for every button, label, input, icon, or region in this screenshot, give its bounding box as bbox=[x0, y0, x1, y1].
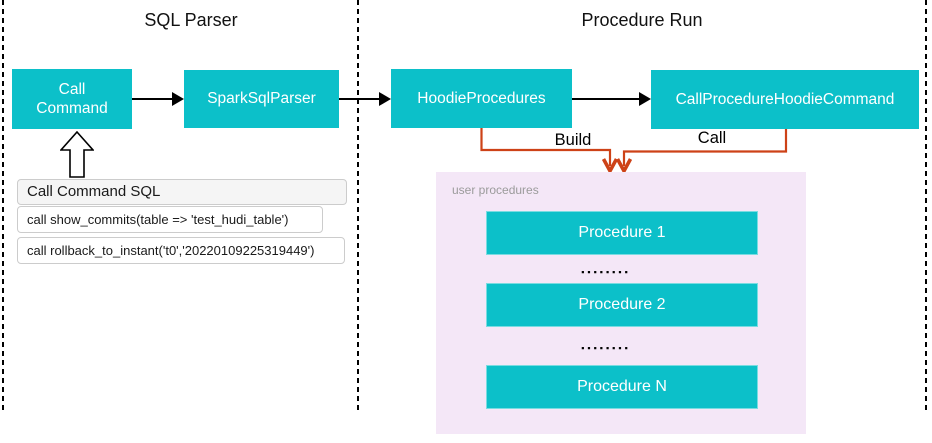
procedure-1-node: Procedure 1 bbox=[486, 211, 758, 255]
user-procedures-label: user procedures bbox=[452, 183, 539, 197]
call-command-line1: Call bbox=[58, 80, 86, 98]
sql-card-title: Call Command SQL bbox=[17, 179, 347, 205]
arrow-shaft bbox=[572, 98, 641, 100]
arrow-procedures-to-command bbox=[572, 92, 651, 106]
sql-statement-show-commits: call show_commits(table => 'test_hudi_ta… bbox=[17, 206, 323, 233]
call-label: Call bbox=[697, 129, 727, 147]
ellipsis-dots-1: ▪▪▪▪▪▪▪▪ bbox=[581, 267, 631, 277]
section-divider bbox=[357, 0, 359, 411]
arrow-callcommand-to-parser bbox=[132, 92, 184, 106]
procedure-n-node: Procedure N bbox=[486, 365, 758, 409]
sql-statement-rollback: call rollback_to_instant('t0','202201092… bbox=[17, 237, 345, 264]
build-label: Build bbox=[554, 131, 592, 149]
sql-parser-title: SQL Parser bbox=[144, 10, 238, 30]
hollow-up-arrow bbox=[60, 131, 94, 178]
hoodie-procedures-node: HoodieProcedures bbox=[391, 69, 572, 128]
build-arrowhead bbox=[601, 158, 619, 175]
procedure-run-title: Procedure Run bbox=[581, 10, 703, 30]
procedure-2-node: Procedure 2 bbox=[486, 283, 758, 327]
arrow-head bbox=[639, 92, 651, 106]
right-dashed-border bbox=[925, 0, 927, 411]
arrow-shaft bbox=[339, 98, 381, 100]
spark-sql-parser-node: SparkSqlParser bbox=[184, 70, 339, 128]
left-dashed-border bbox=[2, 0, 4, 411]
call-command-line2: Command bbox=[36, 100, 108, 117]
call-procedure-hoodie-command-node: CallProcedureHoodieCommand bbox=[651, 70, 919, 129]
arrow-parser-to-procedures bbox=[339, 92, 391, 106]
call-command-node: Call Command bbox=[12, 69, 132, 129]
ellipsis-dots-2: ▪▪▪▪▪▪▪▪ bbox=[581, 343, 631, 353]
arrow-shaft bbox=[132, 98, 174, 100]
arrow-head bbox=[379, 92, 391, 106]
arrow-head bbox=[172, 92, 184, 106]
call-arrowhead bbox=[615, 158, 633, 175]
